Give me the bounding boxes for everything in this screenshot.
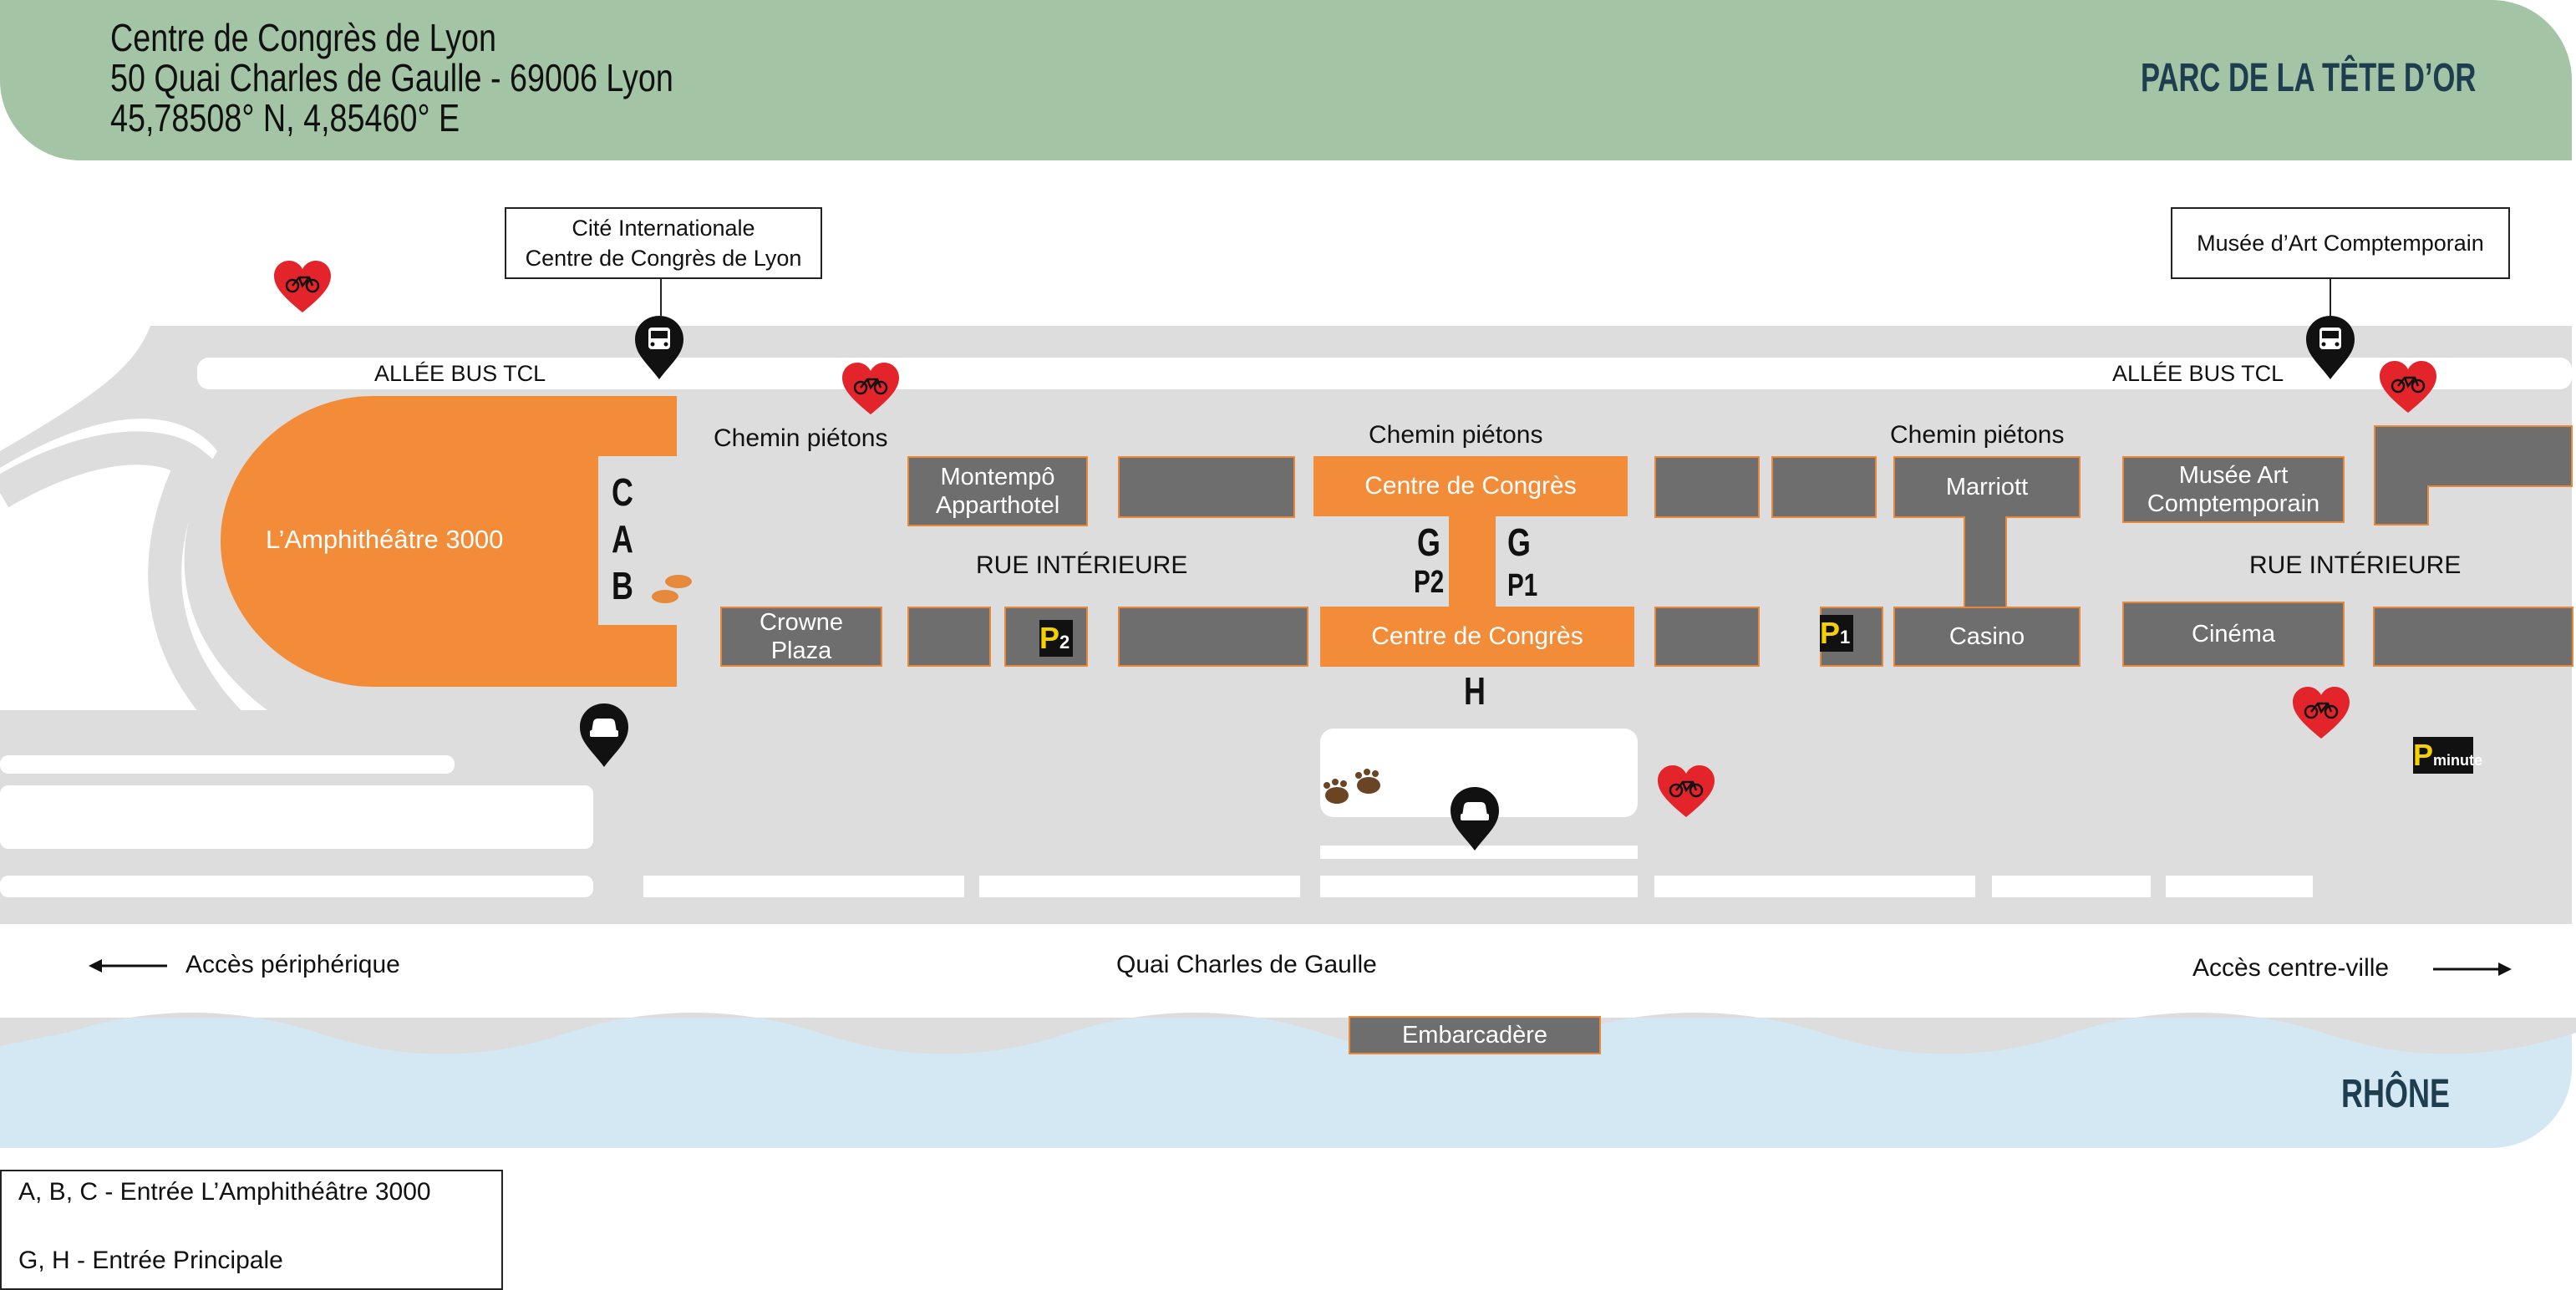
chemin-pietons-1: Chemin piétons xyxy=(714,424,888,452)
entrance-g-left[interactable]: G xyxy=(1417,521,1440,564)
car-icon[interactable] xyxy=(578,702,630,769)
bicycle-icon[interactable] xyxy=(1656,764,1716,819)
lane-divider xyxy=(0,755,455,774)
entrance-b[interactable]: B xyxy=(612,564,633,607)
building-block xyxy=(1771,456,1877,518)
car-icon[interactable] xyxy=(1449,785,1501,852)
bus-icon[interactable] xyxy=(633,314,685,381)
lane-divider xyxy=(1654,876,1975,897)
p1-number: 1 xyxy=(1840,627,1851,648)
callout-cite-internationale: Cité Internationale Centre de Congrès de… xyxy=(505,207,822,279)
bus-icon[interactable] xyxy=(2304,314,2356,381)
rue-interieure-1: RUE INTÉRIEURE xyxy=(976,551,1188,579)
lane-divider xyxy=(0,785,593,849)
building-block xyxy=(907,607,991,667)
lane-divider xyxy=(1320,876,1638,897)
parking-pminute-sign[interactable]: Pminute xyxy=(2413,737,2482,774)
pminute-number: minute xyxy=(2433,752,2483,769)
p2-letter: P xyxy=(1039,621,1060,655)
chemin-pietons-3: Chemin piétons xyxy=(1890,421,2065,449)
river-bank xyxy=(0,1013,2576,1054)
footprints-icon xyxy=(652,575,692,603)
montempo-line2: Apparthotel xyxy=(935,492,1060,519)
congres-connector xyxy=(1449,515,1496,610)
lane-divider xyxy=(1992,876,2151,897)
marriott[interactable]: Marriott xyxy=(1893,456,2081,518)
bus-lane-label-left: ALLÉE BUS TCL xyxy=(374,361,546,386)
musee-line2: Comptemporain xyxy=(2147,490,2320,517)
bicycle-icon[interactable] xyxy=(2291,685,2351,740)
pminute-letter: P xyxy=(2413,738,2434,772)
building-block xyxy=(1654,456,1760,518)
musee-callout-text: Musée d’Art Comptemporain xyxy=(2197,231,2484,256)
legend-line-1: A, B, C - Entrée L’Amphithéâtre 3000 xyxy=(18,1178,431,1206)
footprints-icon xyxy=(1324,769,1380,804)
acces-peripherique: Accès périphérique xyxy=(185,951,400,978)
lane-divider xyxy=(0,876,593,897)
bicycle-icon[interactable] xyxy=(272,259,333,314)
map-legend: A, B, C - Entrée L’Amphithéâtre 3000 G, … xyxy=(0,1170,503,1290)
building-l-shape xyxy=(2374,425,2573,526)
casino[interactable]: Casino xyxy=(1893,607,2081,667)
callout-line xyxy=(660,279,662,316)
rue-interieure-2: RUE INTÉRIEURE xyxy=(2249,551,2462,579)
cite-line1: Cité Internationale xyxy=(572,216,755,241)
entrance-g-right[interactable]: G xyxy=(1507,521,1531,564)
river-label: RHÔNE xyxy=(2341,1072,2451,1116)
entrance-a[interactable]: A xyxy=(612,517,633,561)
cinema[interactable]: Cinéma xyxy=(2122,602,2345,667)
p2-number: 2 xyxy=(1059,632,1070,653)
chemin-pietons-2: Chemin piétons xyxy=(1369,421,1543,449)
bus-lane-label-right: ALLÉE BUS TCL xyxy=(2112,361,2284,386)
montempo-line1: Montempô xyxy=(940,464,1055,490)
park-area xyxy=(0,0,2572,160)
venue-name: Centre de Congrès de Lyon xyxy=(110,16,497,59)
marriott-connector xyxy=(1964,516,2007,610)
park-label: PARC DE LA TÊTE D’OR xyxy=(2141,56,2477,100)
lane-divider xyxy=(2166,876,2313,897)
crowne-line2: Plaza xyxy=(770,637,832,664)
gate-p1-label: P1 xyxy=(1507,568,1538,603)
gate-p2-label: P2 xyxy=(1414,565,1445,600)
p1-letter: P xyxy=(1820,616,1841,650)
bicycle-icon[interactable] xyxy=(2378,359,2438,414)
venue-coordinates: 45,78508° N, 4,85460° E xyxy=(110,96,460,140)
building-block xyxy=(1654,607,1760,667)
venue-address: 50 Quai Charles de Gaulle - 69006 Lyon xyxy=(110,56,673,99)
callout-line xyxy=(2330,279,2331,316)
embarcadere[interactable]: Embarcadère xyxy=(1349,1016,1601,1054)
bus-lane xyxy=(197,358,2572,389)
centre-congres-bottom[interactable]: Centre de Congrès xyxy=(1320,607,1634,667)
lane-divider xyxy=(643,876,964,897)
lane-divider xyxy=(1320,846,1638,859)
cite-line2: Centre de Congrès de Lyon xyxy=(525,246,802,271)
crowne-line1: Crowne xyxy=(760,609,843,636)
parking-p1-sign[interactable]: P1 xyxy=(1820,615,1853,652)
entrance-h[interactable]: H xyxy=(1464,669,1486,713)
legend-line-2: G, H - Entrée Principale xyxy=(18,1247,283,1274)
building-block xyxy=(2373,607,2573,667)
arrow-left-icon xyxy=(89,959,167,973)
building-block xyxy=(1118,607,1308,667)
quai-label: Quai Charles de Gaulle xyxy=(1116,951,1377,978)
centre-congres-top[interactable]: Centre de Congrès xyxy=(1313,456,1628,516)
amphitheatre-label: L’Amphithéâtre 3000 xyxy=(266,525,504,554)
acces-centre-ville: Accès centre-ville xyxy=(2192,954,2390,982)
parking-p2-sign[interactable]: P2 xyxy=(1039,620,1073,657)
bicycle-icon[interactable] xyxy=(841,361,901,416)
callout-musee: Musée d’Art Comptemporain xyxy=(2171,207,2510,279)
musee-line1: Musée Art xyxy=(2178,462,2289,489)
quai-road xyxy=(0,924,2576,1018)
lane-divider xyxy=(979,876,1300,897)
entrance-c[interactable]: C xyxy=(612,470,633,514)
arrow-right-icon xyxy=(2433,962,2512,976)
building-block xyxy=(1118,456,1295,518)
